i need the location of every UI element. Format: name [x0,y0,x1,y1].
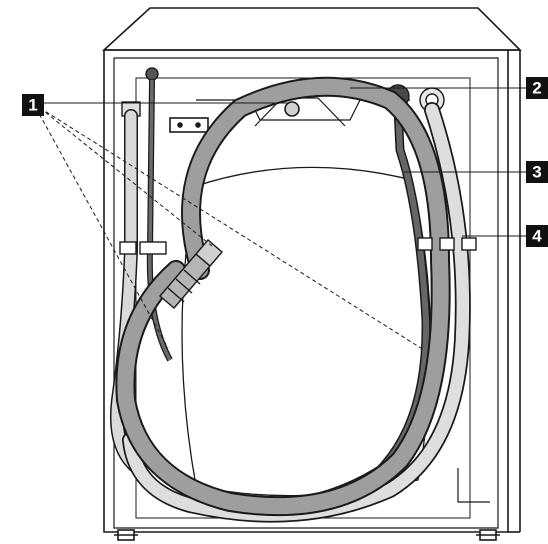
hose-clip-icon [461,237,477,251]
callout-label: 4 [532,227,542,246]
transport-bolt-hole-icon [284,101,300,117]
callout-label: 2 [532,79,541,98]
hose-clip-icon [439,237,455,251]
hose-clip-icon [139,241,167,255]
leader-lines [35,87,526,351]
callout-2: 2 [526,77,548,99]
callout-4: 4 [526,225,548,247]
port-left-icon [145,67,159,81]
callout-3: 3 [526,161,548,183]
hose-clip-icon [119,241,137,255]
drain-hose-nozzle [159,239,223,309]
callout-label: 3 [532,163,541,182]
hose-clips [119,237,477,255]
callout-label: 1 [28,96,37,115]
hose-clip-icon [417,237,433,251]
callout-1: 1 [22,94,44,116]
